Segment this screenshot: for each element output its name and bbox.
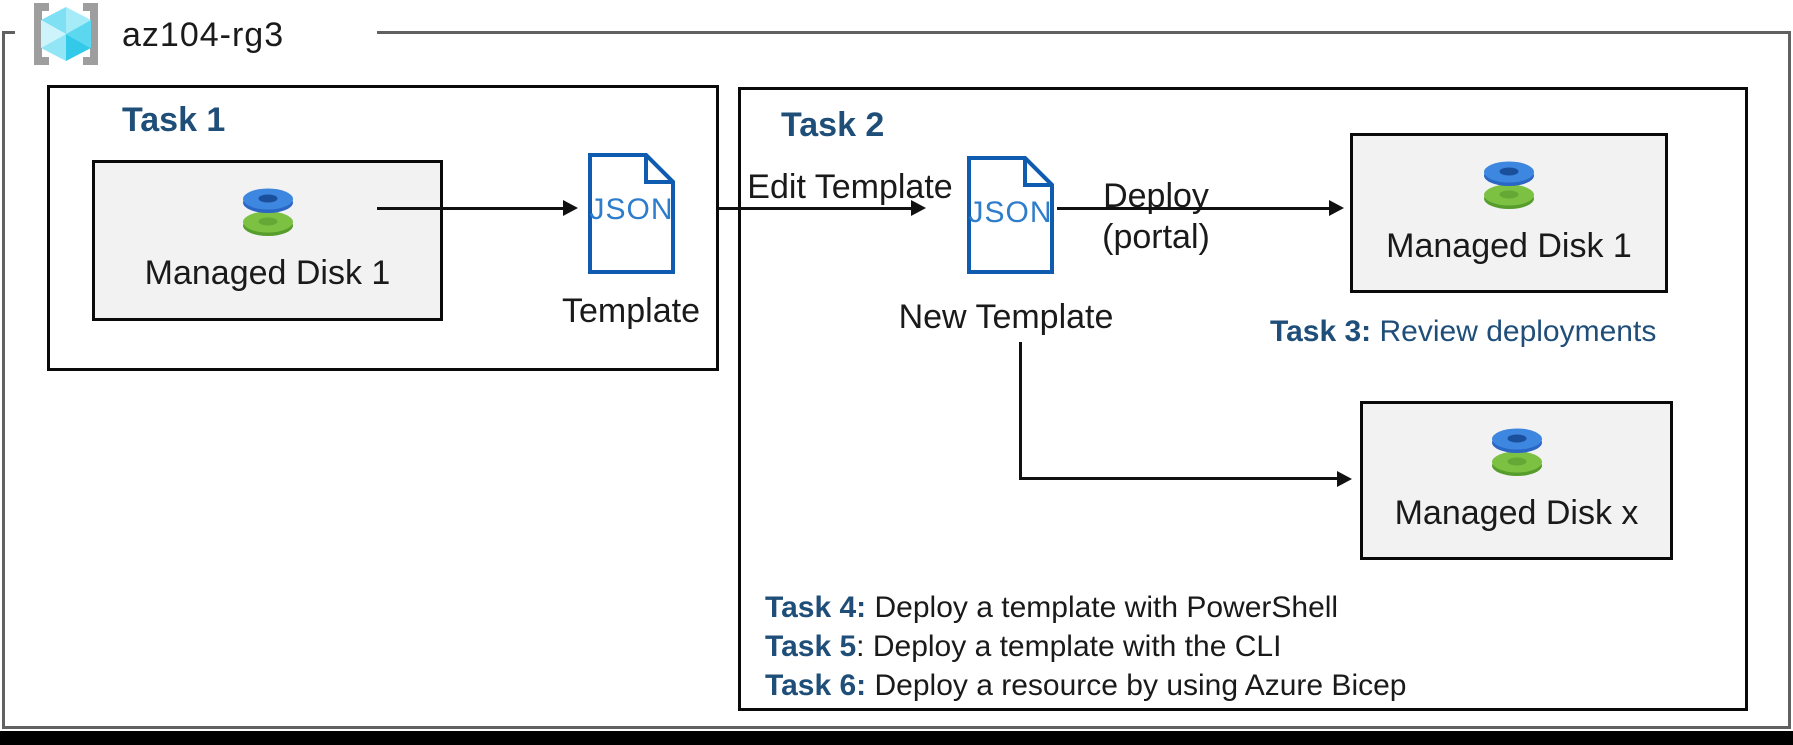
task5-text: Deploy a template with the CLI bbox=[872, 630, 1282, 663]
deploy-label: Deploy bbox=[1103, 177, 1209, 215]
task4-prefix: Task 4: bbox=[765, 591, 867, 624]
template-label: Template bbox=[562, 292, 700, 330]
edit-template-label: Edit Template bbox=[747, 168, 953, 206]
json-document-icon: JSON bbox=[967, 153, 1057, 274]
managed-disk-1-deployed-box: Managed Disk 1 bbox=[1350, 133, 1668, 293]
resource-group-border-top bbox=[377, 31, 1791, 34]
task6-note: Task 6: Deploy a resource by using Azure… bbox=[765, 666, 1406, 705]
disk-to-template-arrow bbox=[377, 207, 564, 210]
managed-disk-1-box: Managed Disk 1 bbox=[92, 160, 443, 321]
resource-group-border-top-stub bbox=[2, 31, 15, 34]
task5-note: Task 5: Deploy a template with the CLI bbox=[765, 627, 1406, 666]
new-template-to-diskx-connector-horizontal bbox=[1019, 477, 1338, 480]
managed-disk-icon bbox=[1484, 161, 1534, 209]
deploy-portal-sublabel: (portal) bbox=[1102, 218, 1210, 256]
resource-group-border-left bbox=[2, 31, 5, 728]
bottom-bar bbox=[0, 731, 1793, 745]
task3-text: Review deployments bbox=[1379, 315, 1657, 348]
json-file-type-label: JSON bbox=[589, 193, 674, 226]
json-document-icon: JSON bbox=[588, 150, 678, 274]
managed-disk-1-label: Managed Disk 1 bbox=[144, 254, 391, 292]
arrowhead-icon bbox=[563, 200, 578, 216]
task6-prefix: Task 6: bbox=[765, 669, 867, 702]
managed-disk-x-label: Managed Disk x bbox=[1394, 494, 1639, 532]
task3-prefix: Task 3: bbox=[1270, 315, 1372, 348]
edit-template-arrow bbox=[719, 207, 912, 210]
task2-title: Task 2 bbox=[781, 106, 885, 144]
task5-prefix: Task 5 bbox=[765, 630, 857, 663]
task1-title: Task 1 bbox=[122, 101, 226, 139]
task6-text: Deploy a resource by using Azure Bicep bbox=[874, 669, 1407, 702]
resource-group-label: az104-rg3 bbox=[122, 16, 285, 54]
managed-disk-x-box: Managed Disk x bbox=[1360, 401, 1673, 560]
task4-text: Deploy a template with PowerShell bbox=[874, 591, 1339, 624]
arrowhead-icon bbox=[1337, 471, 1352, 487]
task3-note: Task 3: Review deployments bbox=[1270, 312, 1656, 351]
new-template-label: New Template bbox=[898, 298, 1114, 336]
deploy-portal-arrow bbox=[1057, 207, 1330, 210]
managed-disk-icon bbox=[1491, 428, 1542, 476]
resource-group-icon bbox=[28, 3, 104, 65]
task-notes-list: Task 4: Deploy a template with PowerShel… bbox=[765, 588, 1406, 705]
resource-group-border-right bbox=[1788, 31, 1791, 729]
managed-disk-icon bbox=[242, 188, 293, 236]
resource-group-border-bottom bbox=[2, 726, 1791, 729]
managed-disk-1-deployed-label: Managed Disk 1 bbox=[1386, 226, 1632, 265]
arrowhead-icon bbox=[911, 200, 926, 216]
task4-note: Task 4: Deploy a template with PowerShel… bbox=[765, 588, 1406, 627]
json-file-type-label: JSON bbox=[968, 196, 1053, 229]
new-template-to-diskx-connector-vertical bbox=[1019, 342, 1022, 480]
task5-separator: : bbox=[856, 630, 865, 663]
arrowhead-icon bbox=[1329, 200, 1344, 216]
